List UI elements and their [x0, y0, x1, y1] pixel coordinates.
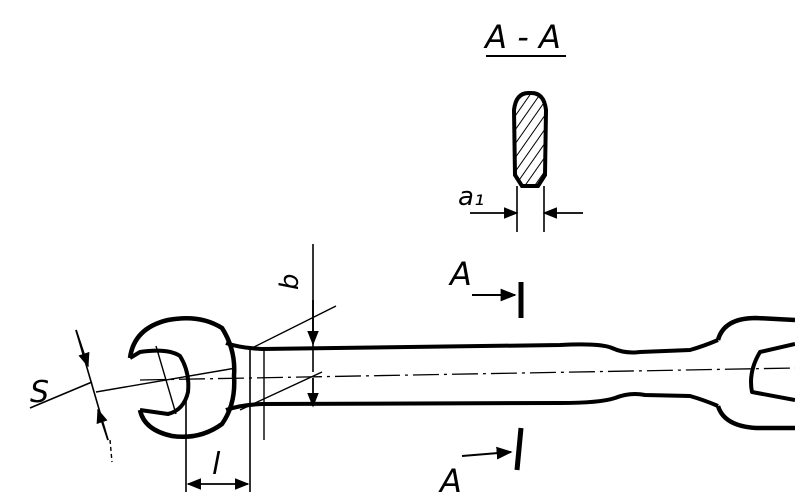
thickness-label: a₁: [458, 182, 484, 212]
section-title: A - A: [483, 18, 561, 56]
length-dimension: [185, 346, 265, 492]
width-label: b: [275, 273, 305, 290]
left-jaw-axis: [95, 345, 237, 415]
section-cut-marks: [461, 282, 524, 471]
wrench-body: [127, 315, 795, 439]
width-dimension: [239, 244, 337, 411]
opening-label: S: [30, 375, 49, 410]
section-mark-top: A: [448, 255, 472, 293]
opening-dimension: [29, 329, 113, 463]
section-mark-bottom: A: [438, 462, 462, 497]
center-line: [139, 367, 795, 381]
cross-section: [470, 90, 583, 232]
length-label: l: [212, 447, 221, 482]
